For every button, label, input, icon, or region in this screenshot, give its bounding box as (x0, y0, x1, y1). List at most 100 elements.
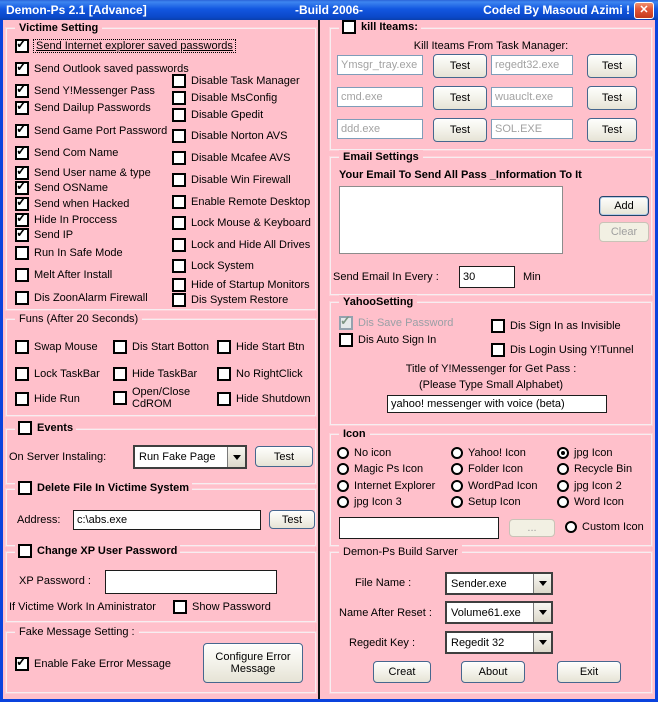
dropdown-button[interactable] (533, 603, 551, 622)
checkbox-send-dailup-passwords[interactable]: Send Dailup Passwords (15, 98, 151, 115)
xp-password-input[interactable] (105, 570, 277, 594)
group-title-delete-file[interactable]: Delete File In Victime System (15, 481, 193, 495)
delete-test-button[interactable]: Test (269, 510, 315, 529)
radio-wordpad-icon[interactable]: WordPad Icon (451, 480, 538, 492)
checkbox-disable-msconfig[interactable]: Disable MsConfig (172, 91, 277, 105)
checkbox-label: Open/Close CdROM (132, 386, 191, 410)
checkbox-send-when-hacked[interactable]: Send when Hacked (15, 194, 129, 211)
checkbox-disable-win-firewall[interactable]: Disable Win Firewall (172, 173, 291, 187)
kill-test-button-4[interactable]: Test (587, 86, 637, 110)
checkbox-box-icon (339, 313, 353, 330)
radio-recycle-bin-icon[interactable]: Recycle Bin (557, 463, 632, 475)
checkbox-lock-hide-all-drives[interactable]: Lock and Hide All Drives (172, 238, 310, 252)
checkbox-send-com-name[interactable]: Send Com Name (15, 143, 118, 160)
radio-folder-icon[interactable]: Folder Icon (451, 463, 523, 475)
checkbox-enable-fake-error[interactable]: Enable Fake Error Message (15, 654, 171, 671)
checkbox-send-ymessenger-pass[interactable]: Send Y!Messenger Pass (15, 81, 155, 98)
checkbox-dis-sign-in-invisible[interactable]: Dis Sign In as Invisible (491, 319, 621, 333)
checkbox-hide-taskbar[interactable]: Hide TaskBar (113, 367, 197, 381)
checkbox-disable-gpedit[interactable]: Disable Gpedit (172, 108, 263, 122)
dropdown-button[interactable] (227, 447, 245, 467)
checkbox-send-ie-passwords[interactable]: Send Internet explorer saved passwords (15, 36, 236, 53)
group-title-change-xp[interactable]: Change XP User Password (15, 544, 181, 558)
checkbox-box-icon (172, 216, 186, 230)
kill-test-button-5[interactable]: Test (433, 118, 487, 142)
checkbox-lock-system[interactable]: Lock System (172, 259, 254, 273)
checkbox-dis-auto-sign-in[interactable]: Dis Auto Sign In (339, 333, 436, 347)
ym-window-title-input[interactable] (387, 395, 607, 413)
checkbox-disable-task-manager[interactable]: Disable Task Manager (172, 74, 300, 88)
process-input-5[interactable] (337, 119, 423, 139)
configure-error-button[interactable]: Configure Error Message (203, 643, 303, 683)
checkbox-send-game-port-password[interactable]: Send Game Port Password (15, 121, 167, 138)
checkbox-send-ip[interactable]: Send IP (15, 225, 73, 242)
kill-test-button-1[interactable]: Test (433, 54, 487, 78)
checkbox-disable-mcafee-avs[interactable]: Disable Mcafee AVS (172, 151, 290, 165)
checkbox-open-close-cdrom[interactable]: Open/Close CdROM (113, 386, 209, 410)
fake-page-dropdown[interactable]: Run Fake Page (133, 445, 247, 469)
process-input-4[interactable] (491, 87, 573, 107)
close-icon[interactable] (634, 2, 654, 19)
regedit-key-dropdown[interactable]: Regedit 32 (445, 631, 553, 654)
process-input-2[interactable] (491, 55, 573, 75)
process-input-1[interactable] (337, 55, 423, 75)
clear-email-button[interactable]: Clear (599, 222, 649, 242)
creat-button[interactable]: Creat (373, 661, 431, 683)
radio-custom-icon[interactable]: Custom Icon (565, 521, 644, 533)
checkbox-lock-mouse-keyboard[interactable]: Lock Mouse & Keyboard (172, 216, 311, 230)
send-interval-input[interactable] (459, 266, 515, 288)
radio-magic-ps-icon[interactable]: Magic Ps Icon (337, 463, 423, 475)
group-title-kill-iteams[interactable]: kill Iteams: (339, 20, 421, 34)
radio-jpg-icon[interactable]: jpg Icon (557, 447, 613, 459)
file-name-dropdown[interactable]: Sender.exe (445, 572, 553, 595)
checkbox-dis-zoonalarm-firewall[interactable]: Dis ZoonAlarm Firewall (15, 291, 148, 305)
kill-test-button-2[interactable]: Test (587, 54, 637, 78)
exit-button[interactable]: Exit (557, 661, 621, 683)
about-button[interactable]: About (461, 661, 525, 683)
checkbox-no-rightclick[interactable]: No RightClick (217, 367, 303, 381)
process-input-3[interactable] (337, 87, 423, 107)
events-test-button[interactable]: Test (255, 446, 313, 467)
checkbox-lock-taskbar[interactable]: Lock TaskBar (15, 367, 100, 381)
checkbox-send-user-name-type[interactable]: Send User name & type (15, 163, 151, 180)
checkbox-hide-start-btn[interactable]: Hide Start Btn (217, 340, 304, 354)
checkbox-enable-remote-desktop[interactable]: Enable Remote Desktop (172, 195, 310, 209)
group-fake-message: Fake Message Setting : Enable Fake Error… (6, 625, 316, 693)
dropdown-button[interactable] (533, 574, 551, 593)
checkbox-send-outlook-passwords[interactable]: Send Outlook saved passwords (15, 59, 189, 76)
checkbox-dis-login-ytunnel[interactable]: Dis Login Using Y!Tunnel (491, 343, 634, 357)
kill-test-button-3[interactable]: Test (433, 86, 487, 110)
dropdown-button[interactable] (533, 633, 551, 652)
radio-label: jpg Icon 2 (574, 480, 622, 492)
checkbox-hide-startup-monitors[interactable]: Hide of Startup Monitors (172, 278, 310, 292)
radio-yahoo-icon[interactable]: Yahoo! Icon (451, 447, 526, 459)
checkbox-show-password[interactable]: Show Password (173, 600, 271, 614)
email-listbox[interactable] (339, 186, 563, 254)
checkbox-box-icon (15, 98, 29, 115)
checkbox-hide-run[interactable]: Hide Run (15, 392, 80, 406)
checkbox-run-in-safe-mode[interactable]: Run In Safe Mode (15, 246, 123, 260)
group-title-events[interactable]: Events (15, 421, 77, 435)
custom-icon-path-input[interactable] (339, 517, 499, 539)
browse-icon-button[interactable]: ... (509, 519, 555, 537)
checkbox-send-osname[interactable]: Send OSName (15, 178, 108, 195)
checkbox-hide-shutdown[interactable]: Hide Shutdown (217, 392, 311, 406)
radio-setup-icon[interactable]: Setup Icon (451, 496, 521, 508)
checkbox-swap-mouse[interactable]: Swap Mouse (15, 340, 98, 354)
name-after-reset-dropdown[interactable]: Volume61.exe (445, 601, 553, 624)
checkbox-disable-norton-avs[interactable]: Disable Norton AVS (172, 129, 287, 143)
checkbox-melt-after-install[interactable]: Melt After Install (15, 268, 112, 282)
radio-internet-explorer-icon[interactable]: Internet Explorer (337, 480, 435, 492)
radio-no-icon[interactable]: No icon (337, 447, 391, 459)
checkbox-dis-start-botton[interactable]: Dis Start Botton (113, 340, 209, 354)
address-input[interactable] (73, 510, 261, 530)
add-email-button[interactable]: Add (599, 196, 649, 216)
checkbox-dis-system-restore[interactable]: Dis System Restore (172, 293, 288, 307)
radio-jpg-icon-3[interactable]: jpg Icon 3 (337, 496, 402, 508)
checkbox-hide-in-proccess[interactable]: Hide In Proccess (15, 210, 117, 227)
kill-test-button-6[interactable]: Test (587, 118, 637, 142)
radio-word-icon[interactable]: Word Icon (557, 496, 624, 508)
radio-label: jpg Icon 3 (354, 496, 402, 508)
process-input-6[interactable] (491, 119, 573, 139)
radio-jpg-icon-2[interactable]: jpg Icon 2 (557, 480, 622, 492)
